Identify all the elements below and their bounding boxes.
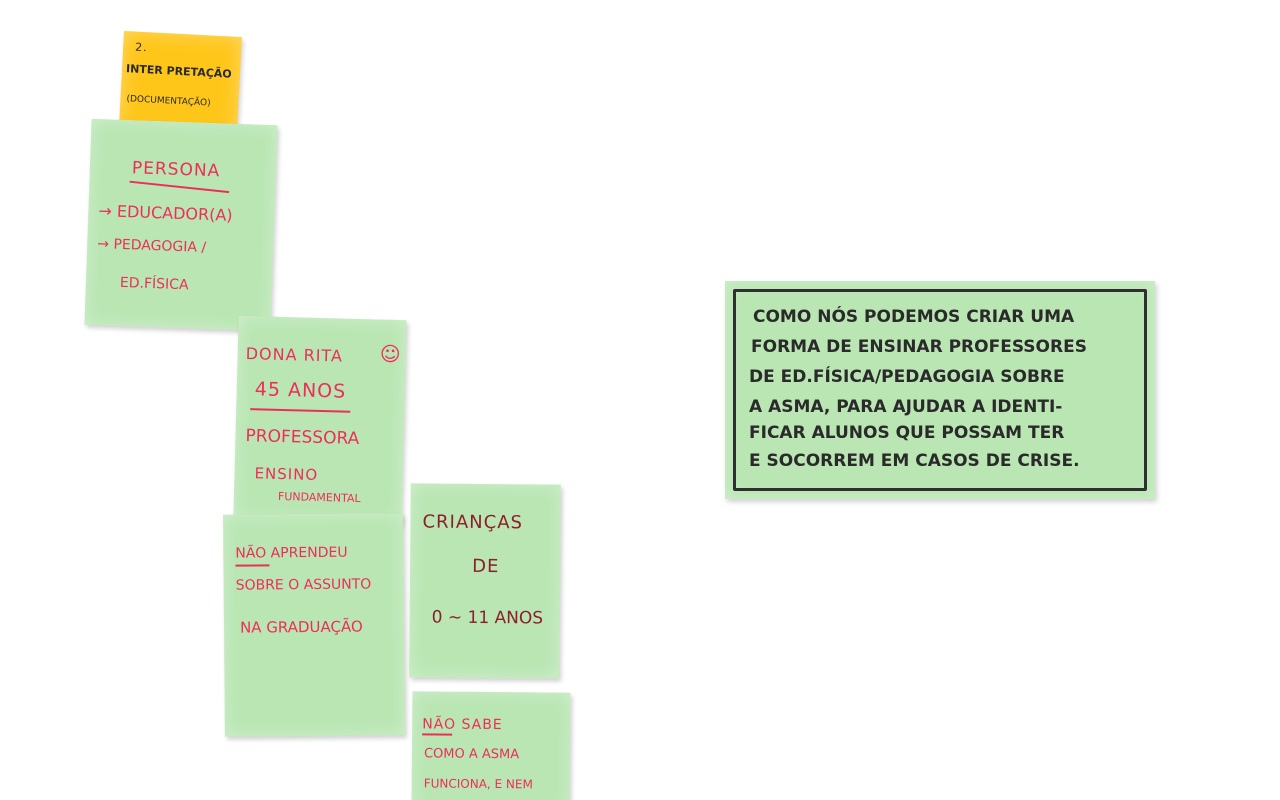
naosabe-line2: COMO A ASMA xyxy=(423,746,520,763)
criancas-line3: 0 ~ 11 ANOS xyxy=(431,607,544,629)
persona-line-educador: → EDUCADOR(A) xyxy=(98,201,233,225)
question-frame xyxy=(733,289,1147,491)
question-line1: COMO NÓS PODEMOS CRIAR UMA xyxy=(753,307,1075,327)
question-line6: E SOCORREM EM CASOS DE CRISE. xyxy=(749,451,1080,471)
question-line2: FORMA DE ENSINAR PROFESSORES xyxy=(751,337,1087,357)
sticky-note-criancas: CRIANÇAS DE 0 ~ 11 ANOS xyxy=(409,483,561,679)
rita-age: 45 ANOS xyxy=(254,378,347,403)
question-line3: DE ED.FÍSICA/PEDAGOGIA SOBRE xyxy=(749,367,1065,387)
naosabe-underline xyxy=(422,733,453,736)
question-line4: A ASMA, PARA AJUDAR A IDENTI- xyxy=(749,397,1063,417)
question-card: COMO NÓS PODEMOS CRIAR UMA FORMA DE ENSI… xyxy=(725,281,1155,499)
rita-role: PROFESSORA xyxy=(245,426,360,450)
naoaprendeu-line1: NÃO APRENDEU xyxy=(235,544,348,562)
note-title: INTER PRETAÇÃO xyxy=(125,62,233,81)
persona-line-pedagogia: → PEDAGOGIA / xyxy=(97,236,207,256)
persona-heading: PERSONA xyxy=(131,158,221,182)
note-subtitle: (DOCUMENTAÇÃO) xyxy=(126,94,211,109)
naosabe-line3: FUNCIONA, E NEM xyxy=(423,776,533,792)
nao-underline xyxy=(235,564,270,567)
rita-name: DONA RITA xyxy=(245,344,344,366)
criancas-line2: DE xyxy=(472,555,500,578)
rita-ensino: ENSINO xyxy=(254,464,319,484)
sticky-note-persona: PERSONA → EDUCADOR(A) → PEDAGOGIA / ED.F… xyxy=(84,118,278,332)
sticky-note-nao-sabe: NÃO SABE COMO A ASMA FUNCIONA, E NEM xyxy=(411,691,571,800)
question-line5: FICAR ALUNOS QUE POSSAM TER xyxy=(749,423,1065,443)
smiley-icon: ☺ xyxy=(379,341,401,367)
persona-line-edfisica: ED.FÍSICA xyxy=(119,274,189,294)
naosabe-line1: NÃO SABE xyxy=(422,716,503,734)
naoaprendeu-line2: SOBRE O ASSUNTO xyxy=(235,576,372,594)
naoaprendeu-line3: NA GRADUAÇÃO xyxy=(239,617,363,637)
note-number: 2. xyxy=(134,40,149,55)
rita-fundamental: FUNDAMENTAL xyxy=(277,489,361,506)
sticky-note-nao-aprendeu: NÃO APRENDEU SOBRE O ASSUNTO NA GRADUAÇÃ… xyxy=(223,513,405,737)
rita-age-underline xyxy=(250,408,351,413)
criancas-line1: CRIANÇAS xyxy=(422,511,524,534)
persona-heading-underline xyxy=(129,180,230,194)
sticky-note-dona-rita: DONA RITA ☺ 45 ANOS PROFESSORA ENSINO FU… xyxy=(233,315,407,525)
